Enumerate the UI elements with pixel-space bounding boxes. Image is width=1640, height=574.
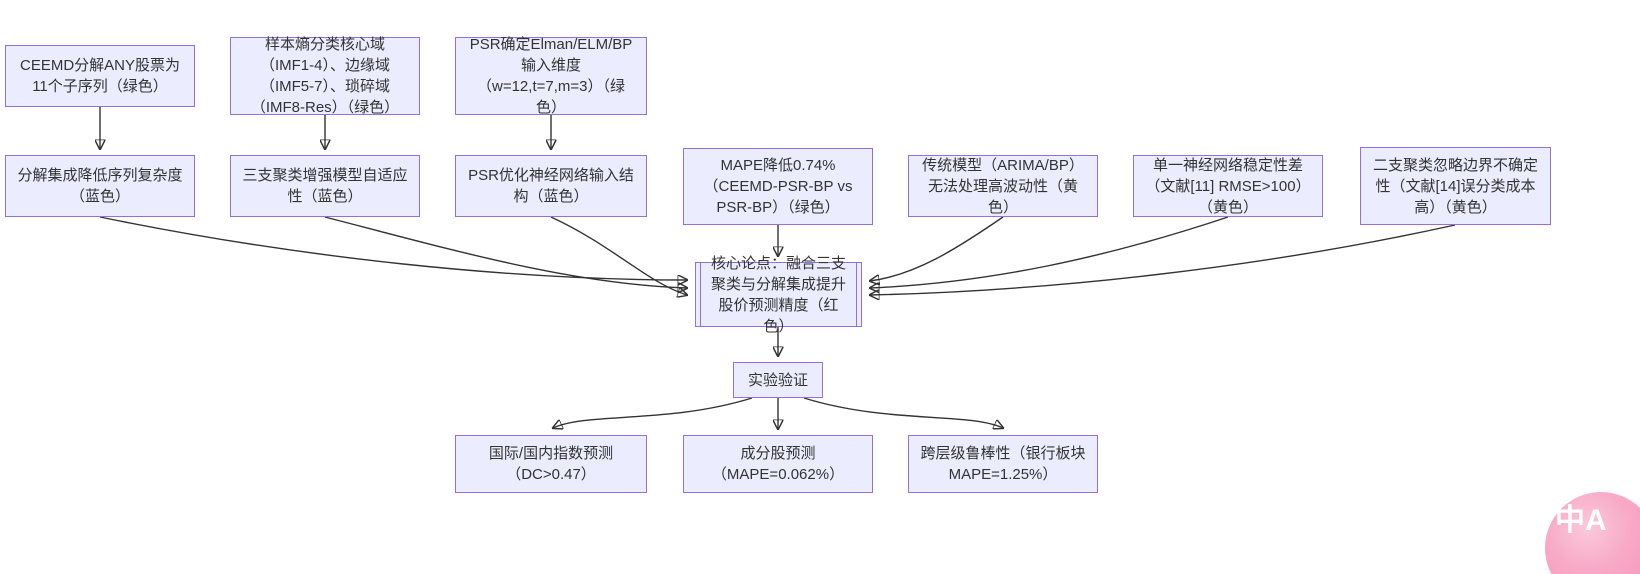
edge-n3-n10 bbox=[99, 216, 687, 280]
node-psr-dimension: PSR确定Elman/ELM/BP输入维度（w=12,t=7,m=3）（绿色） bbox=[455, 36, 647, 116]
node-cross-level-robustness: 跨层级鲁棒性（银行板块MAPE=1.25%） bbox=[908, 435, 1098, 493]
node-psr-optimize: PSR优化神经网络输入结构（蓝色） bbox=[455, 155, 647, 217]
node-experiment-validation: 实验验证 bbox=[733, 362, 823, 398]
node-ceemd-decompose: CEEMD分解ANY股票为11个子序列（绿色） bbox=[5, 45, 195, 107]
node-decompose-ensemble: 分解集成降低序列复杂度（蓝色） bbox=[5, 155, 195, 217]
edge-n4-n10 bbox=[324, 216, 687, 288]
translate-button-label: 中A bbox=[1555, 504, 1607, 537]
edge-n8-n10 bbox=[870, 216, 1229, 288]
node-sample-entropy: 样本熵分类核心域（IMF1-4）、边缘域（IMF5-7）、琐碎域（IMF8-Re… bbox=[230, 36, 420, 116]
edge-n7-n10 bbox=[870, 216, 1004, 281]
node-single-nn-unstable: 单一神经网络稳定性差（文献[11] RMSE>100）（黄色） bbox=[1133, 155, 1323, 217]
edge-n11-n14 bbox=[803, 397, 1003, 428]
edge-n11-n12 bbox=[553, 397, 753, 428]
edge-n5-n10 bbox=[550, 216, 687, 295]
node-mape-reduce: MAPE降低0.74%（CEEMD-PSR-BP vs PSR-BP）（绿色） bbox=[683, 148, 873, 225]
translate-button[interactable]: 中A bbox=[1545, 492, 1640, 574]
node-core-thesis: 核心论点：融合三支聚类与分解集成提升股价预测精度（红色） bbox=[695, 255, 862, 335]
node-index-prediction: 国际/国内指数预测（DC>0.47） bbox=[455, 435, 647, 493]
node-three-way-clustering: 三支聚类增强模型自适应性（蓝色） bbox=[230, 155, 420, 217]
node-two-way-clustering: 二支聚类忽略边界不确定性（文献[14]误分类成本高）（黄色） bbox=[1360, 147, 1551, 225]
node-traditional-model: 传统模型（ARIMA/BP）无法处理高波动性（黄色） bbox=[908, 155, 1098, 217]
edge-n9-n10 bbox=[870, 224, 1456, 295]
node-constituent-prediction: 成分股预测（MAPE=0.062%） bbox=[683, 435, 873, 493]
